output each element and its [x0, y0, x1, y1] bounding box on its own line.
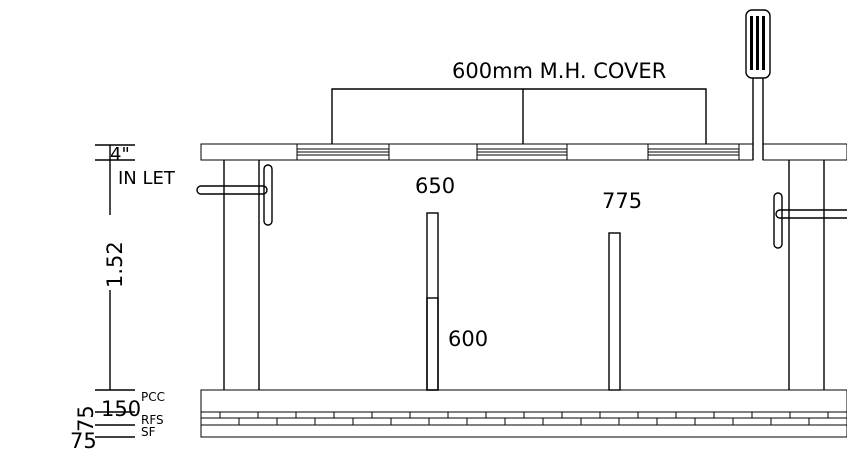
label-sf: SF — [141, 425, 156, 439]
label-775: 775 — [602, 189, 642, 213]
label-pcc: PCC — [141, 390, 165, 404]
manhole-cover-outline — [331, 88, 707, 144]
label-depth: 1.52 — [103, 241, 127, 288]
baffle-wall-650 — [426, 212, 439, 391]
left-wall — [223, 160, 260, 390]
left-dimension-lines — [95, 144, 135, 438]
vent-pipe — [745, 9, 771, 160]
label-150: 150 — [101, 397, 141, 421]
cover-label: 600mm M.H. COVER — [452, 59, 666, 83]
label-inlet: IN LET — [118, 168, 176, 189]
label-75-upper: 75 — [74, 405, 98, 432]
base-soling-layer — [200, 424, 847, 438]
label-600: 600 — [448, 327, 488, 351]
base-brick-layer — [200, 411, 847, 426]
baffle-wall-775 — [608, 232, 621, 391]
inlet-pipe — [196, 164, 273, 226]
label-75-lower: 75 — [70, 429, 97, 450]
label-slab-thickness: 4" — [110, 144, 130, 165]
outlet-pipe — [773, 192, 847, 249]
cover-frame-strips — [296, 143, 740, 161]
label-rfs: RFS — [141, 413, 164, 427]
right-wall — [788, 160, 825, 390]
base-pcc-layer — [200, 389, 847, 413]
label-650: 650 — [415, 174, 455, 198]
top-slab — [200, 143, 847, 161]
